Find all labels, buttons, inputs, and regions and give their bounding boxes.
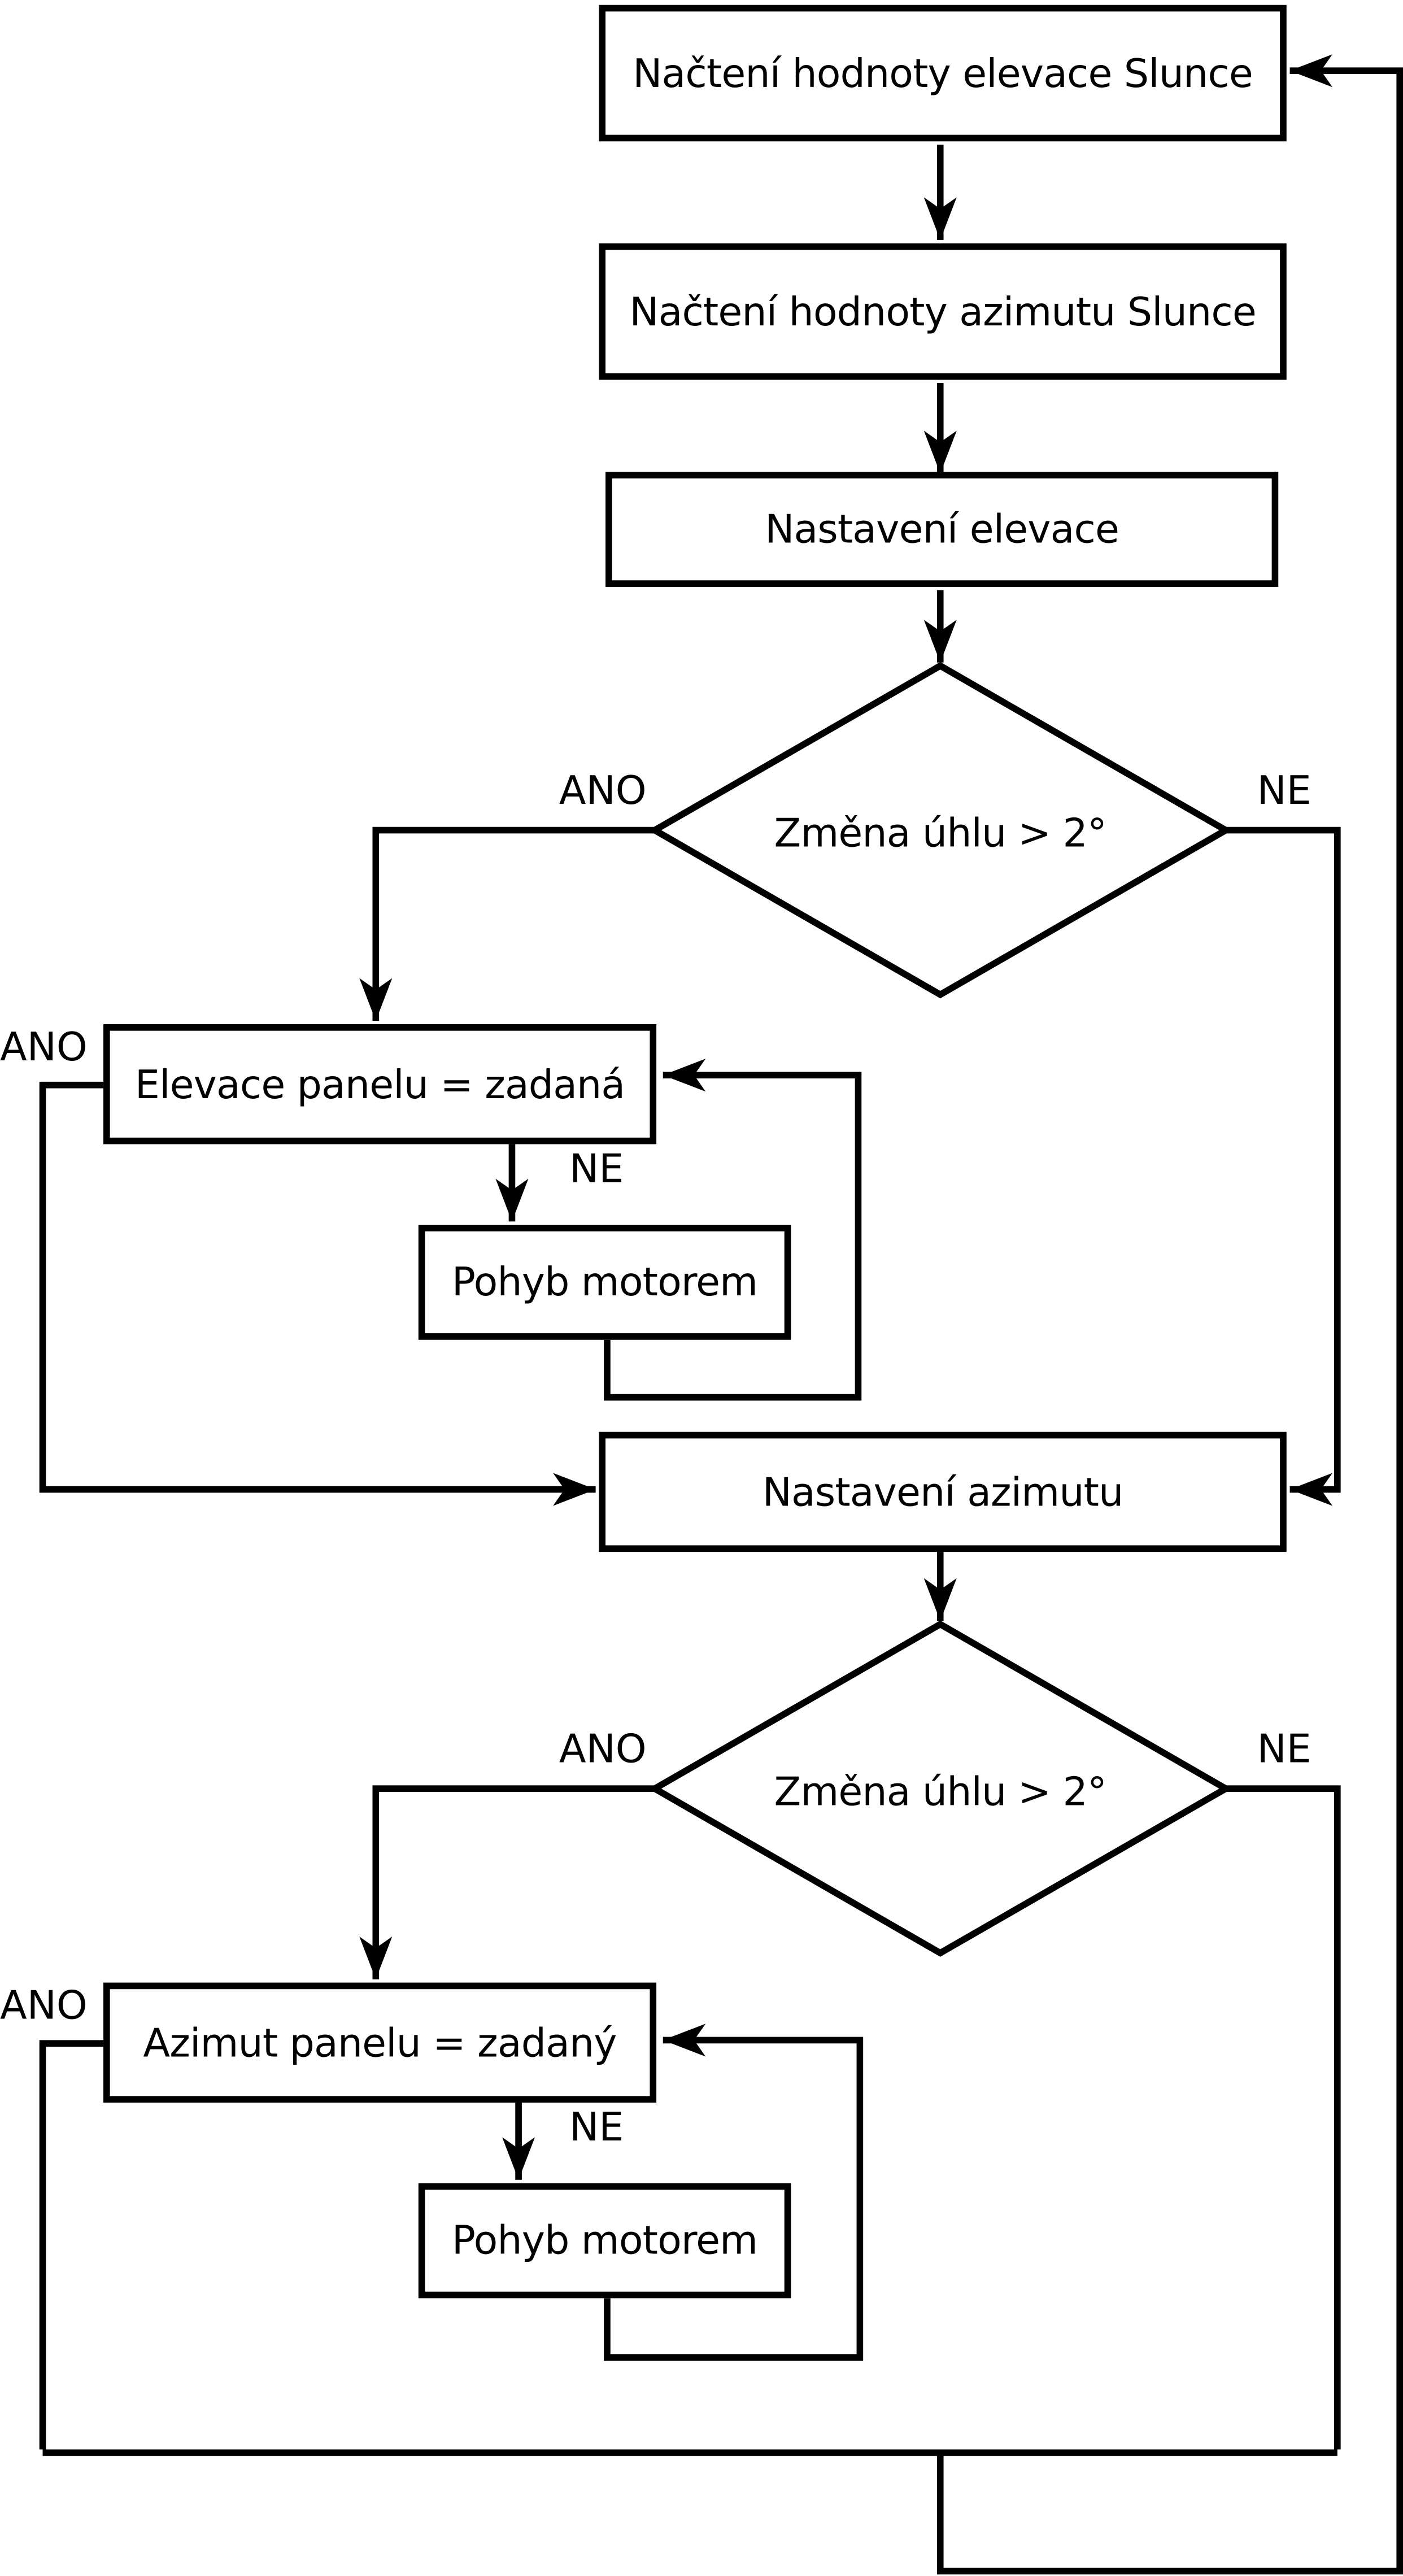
- edge-motor-azimuth-loop-to-azimuth-equal: [604, 2024, 864, 2361]
- edge-azimuth-equal-yes-down: [39, 2040, 104, 2450]
- branch-label-ano-azimuth-equal: ANO: [0, 1982, 88, 2029]
- branch-label-ne-decision-azimuth: NE: [1257, 1726, 1312, 1773]
- branch-label-ano-decision-elevation: ANO: [559, 768, 647, 814]
- decision-elevation-change-shape: [648, 662, 1232, 999]
- edge-decision-azimuth-no-down: [1226, 1785, 1341, 2450]
- process-elevation-equal: Elevace panelu = zadaná: [103, 1024, 657, 1145]
- process-motor-elevation: Pohyb motorem: [418, 1225, 791, 1340]
- edge-return-to-load-elevation: [936, 54, 1403, 2575]
- decision-azimuth-change-shape: [648, 1620, 1232, 1957]
- edge-motor-elevation-loop-to-elevation-equal: [604, 1059, 862, 1401]
- branch-label-ano-decision-azimuth: ANO: [559, 1726, 647, 1773]
- process-load-elevation: Načtení hodnoty elevace Slunce: [599, 5, 1287, 142]
- branch-label-ano-elevation-equal: ANO: [0, 1024, 88, 1071]
- branch-label-ne-azimuth-equal: NE: [569, 2104, 624, 2151]
- process-azimuth-equal: Azimut panelu = zadaný: [103, 1982, 657, 2103]
- process-set-azimuth: Nastavení azimutu: [599, 1431, 1287, 1552]
- edge-decision-elevation-yes-to-elevation-equal: [359, 826, 655, 1021]
- decision-azimuth-change-label: Změna úhlu > 2°: [774, 1769, 1106, 1815]
- branch-label-ne-elevation-equal: NE: [569, 1146, 624, 1192]
- edge-decision-azimuth-yes-to-azimuth-equal: [359, 1785, 655, 1979]
- process-load-azimuth: Načtení hodnoty azimutu Slunce: [599, 243, 1287, 380]
- process-motor-azimuth: Pohyb motorem: [418, 2183, 791, 2299]
- process-set-elevation: Nastavení elevace: [605, 472, 1279, 587]
- branch-label-ne-decision-elevation: NE: [1257, 768, 1312, 814]
- edge-decision-elevation-no-to-set-azimuth: [1226, 826, 1341, 1506]
- edge-elevation-equal-yes-to-set-azimuth: [39, 1081, 596, 1506]
- decision-elevation-change-label: Změna úhlu > 2°: [774, 810, 1106, 857]
